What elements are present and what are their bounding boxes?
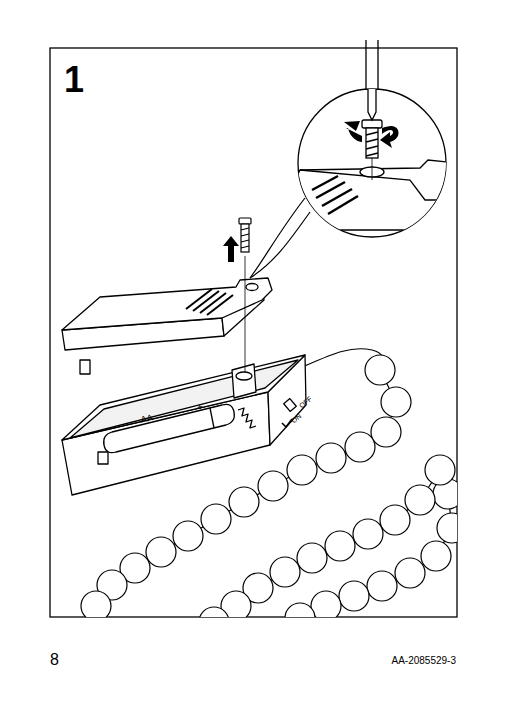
document-code: AA-2085529-3 bbox=[392, 656, 457, 666]
bead bbox=[367, 571, 397, 601]
battery-box bbox=[62, 355, 306, 495]
bead bbox=[437, 513, 457, 543]
bead bbox=[146, 537, 176, 567]
bead bbox=[173, 521, 203, 551]
bead-cord bbox=[214, 470, 440, 617]
bead bbox=[425, 455, 455, 485]
bead bbox=[421, 541, 451, 571]
bead bbox=[381, 387, 411, 417]
step-frame bbox=[50, 48, 457, 617]
bead bbox=[345, 432, 375, 462]
bead bbox=[270, 557, 300, 587]
page-number: 8 bbox=[50, 652, 59, 668]
bead bbox=[258, 471, 288, 501]
bead bbox=[395, 558, 425, 588]
bead bbox=[199, 607, 229, 617]
bead bbox=[371, 417, 401, 447]
bead bbox=[285, 603, 315, 617]
bead bbox=[380, 505, 410, 535]
bead bbox=[229, 487, 259, 517]
bead bbox=[316, 443, 346, 473]
detail-callout bbox=[250, 40, 448, 278]
bead bbox=[405, 485, 435, 515]
step-number: 1 bbox=[64, 62, 84, 98]
screw bbox=[239, 218, 251, 252]
bead bbox=[311, 591, 341, 617]
bead bbox=[353, 519, 383, 549]
bead bbox=[297, 543, 327, 573]
battery-lid bbox=[62, 278, 272, 374]
bead bbox=[287, 455, 317, 485]
bead bbox=[81, 591, 111, 617]
up-arrow bbox=[223, 236, 239, 262]
bead bbox=[339, 581, 369, 611]
bead bbox=[325, 531, 355, 561]
bead bbox=[201, 504, 231, 534]
leader-line bbox=[245, 256, 246, 372]
bead bbox=[365, 355, 395, 385]
